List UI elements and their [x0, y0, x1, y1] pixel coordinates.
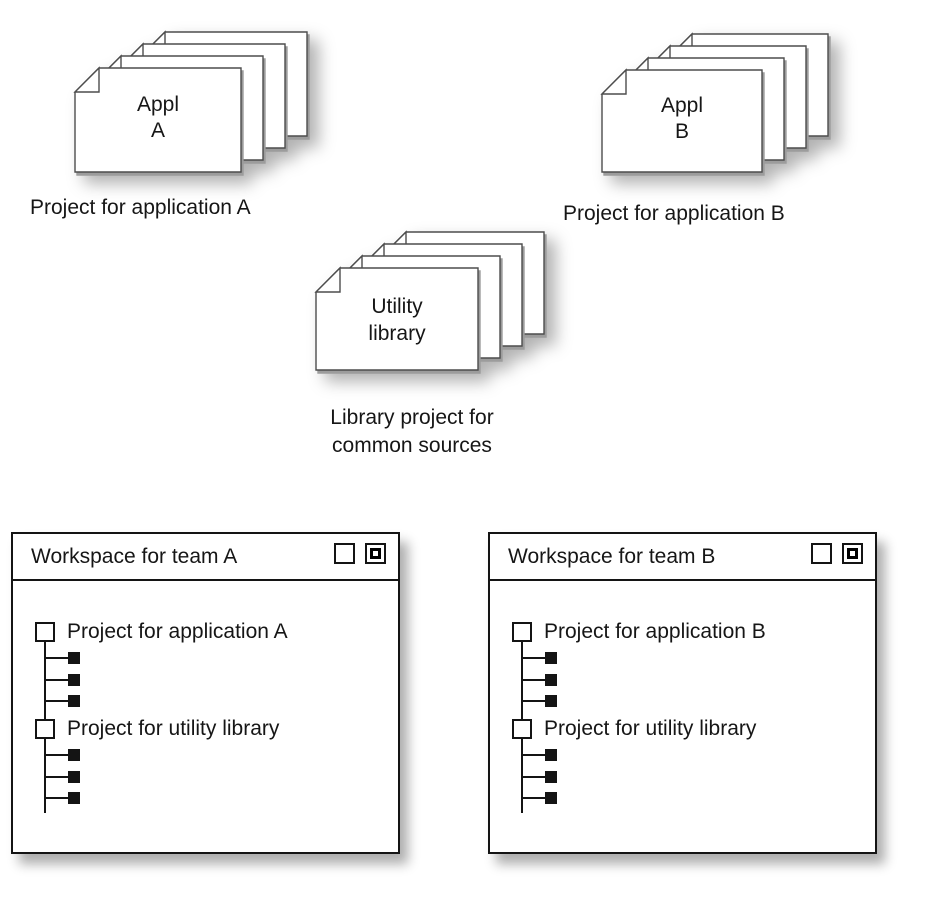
file-square-icon	[545, 695, 557, 707]
workspace-window-b: Workspace for team B Project for applica…	[488, 532, 877, 854]
tree-expand-toggle[interactable]	[512, 719, 532, 739]
file-square-icon	[68, 652, 80, 664]
tree-child-file	[45, 652, 80, 664]
stack-a-caption: Project for application A	[30, 196, 251, 219]
restore-inner-square-icon	[847, 548, 858, 559]
tree-child-file	[522, 792, 557, 804]
utility-stack-caption: Library project for common sources	[330, 406, 494, 457]
project-stack-a	[73, 30, 308, 173]
file-square-icon	[68, 695, 80, 707]
branch-line	[45, 657, 68, 659]
window-title: Workspace for team A	[31, 544, 238, 568]
branch-line	[45, 700, 68, 702]
workspace-window-a: Workspace for team A Project for applica…	[11, 532, 400, 854]
file-square-icon	[545, 674, 557, 686]
file-square-icon	[545, 749, 557, 761]
window-titlebar[interactable]: Workspace for team A	[13, 534, 398, 581]
file-square-icon	[545, 792, 557, 804]
tree-item-label[interactable]: Project for application B	[544, 620, 766, 643]
tree-item-project-utility[interactable]: Project for utility library	[512, 717, 757, 740]
restore-icon[interactable]	[842, 543, 863, 564]
tree-expand-toggle[interactable]	[512, 622, 532, 642]
restore-icon[interactable]	[365, 543, 386, 564]
tree-child-file	[522, 695, 557, 707]
branch-line	[522, 797, 545, 799]
stack-a-label: Appl A	[136, 93, 180, 142]
tree-item-project-utility[interactable]: Project for utility library	[35, 717, 280, 740]
file-square-icon	[545, 652, 557, 664]
file-square-icon	[68, 792, 80, 804]
tree-child-file	[45, 695, 80, 707]
window-title: Workspace for team B	[508, 544, 716, 568]
tree-child-file	[45, 749, 80, 761]
tree-child-file	[522, 771, 557, 783]
tree-item-label[interactable]: Project for utility library	[544, 717, 757, 740]
branch-line	[45, 776, 68, 778]
file-square-icon	[68, 749, 80, 761]
tree-item-project-application[interactable]: Project for application A	[35, 620, 288, 643]
branch-line	[522, 700, 545, 702]
tree-item-label[interactable]: Project for utility library	[67, 717, 280, 740]
utility-stack-label: Utility library	[368, 295, 426, 345]
tree-child-file	[45, 674, 80, 686]
tree-child-file	[522, 674, 557, 686]
tree-item-label[interactable]: Project for application A	[67, 620, 288, 643]
stack-b-label: Appl B	[660, 94, 704, 143]
window-titlebar[interactable]: Workspace for team B	[490, 534, 875, 581]
branch-line	[522, 754, 545, 756]
restore-inner-square-icon	[370, 548, 381, 559]
file-square-icon	[68, 771, 80, 783]
tree-child-file	[45, 792, 80, 804]
file-square-icon	[68, 674, 80, 686]
project-stack-b	[600, 32, 829, 173]
branch-line	[45, 754, 68, 756]
tree-item-project-application[interactable]: Project for application B	[512, 620, 766, 643]
tree-expand-toggle[interactable]	[35, 622, 55, 642]
utility-library-stack	[314, 230, 545, 371]
branch-line	[522, 776, 545, 778]
branch-line	[522, 679, 545, 681]
file-square-icon	[545, 771, 557, 783]
stack-b-caption: Project for application B	[563, 202, 785, 225]
branch-line	[45, 797, 68, 799]
maximize-icon[interactable]	[334, 543, 355, 564]
tree-child-file	[522, 652, 557, 664]
tree-child-file	[522, 749, 557, 761]
branch-line	[45, 679, 68, 681]
branch-line	[522, 657, 545, 659]
maximize-icon[interactable]	[811, 543, 832, 564]
tree-child-file	[45, 771, 80, 783]
tree-expand-toggle[interactable]	[35, 719, 55, 739]
